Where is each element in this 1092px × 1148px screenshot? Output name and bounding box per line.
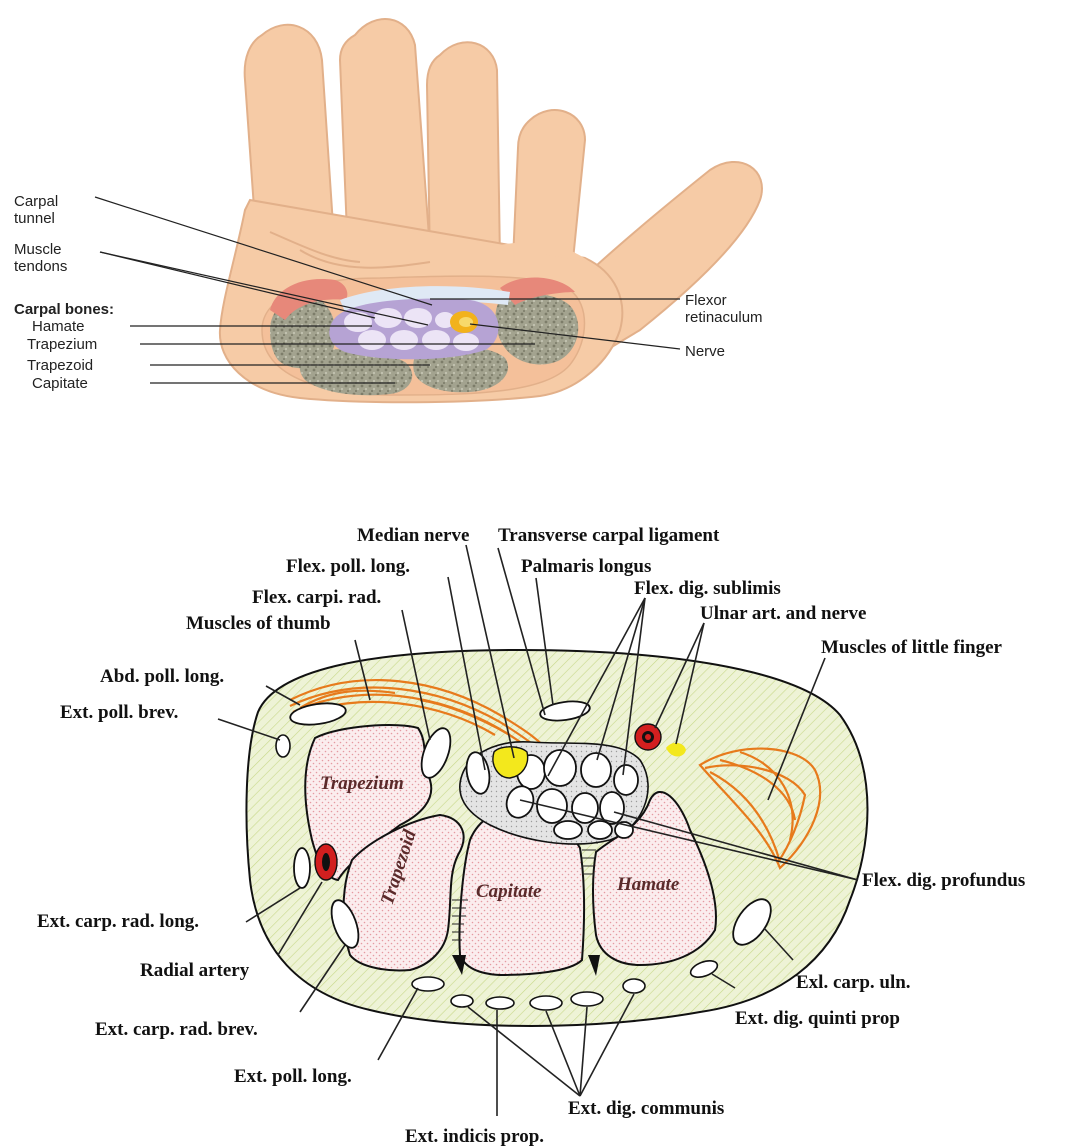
label-ext-dig-quinti-prop: Ext. dig. quinti prop <box>735 1008 900 1029</box>
bone-label-capitate: Capitate <box>476 881 542 902</box>
label-muscles-of-little-finger: Muscles of little finger <box>821 637 1003 658</box>
label-transverse-carpal-ligament: Transverse carpal ligament <box>498 525 720 546</box>
label-palmaris-longus: Palmaris longus <box>521 556 651 577</box>
label-nerve: Nerve <box>685 343 725 360</box>
label-abd-poll-long: Abd. poll. long. <box>100 666 224 687</box>
label-ulnar-art-and-nerve: Ulnar art. and nerve <box>700 603 866 624</box>
label-exl-carp-uln: Exl. carp. uln. <box>796 972 911 993</box>
label-carpal-tunnel: Carpal tunnel <box>14 193 62 227</box>
label-flex-poll-long: Flex. poll. long. <box>286 556 410 577</box>
label-trapezoid: Trapezoid <box>27 357 93 374</box>
hand-illustration <box>220 19 762 402</box>
ext-indicis-tendon-1 <box>451 995 473 1007</box>
label-muscles-of-thumb: Muscles of thumb <box>186 613 331 634</box>
ext-dig-communis-tendon-3 <box>623 979 645 993</box>
label-ext-dig-communis: Ext. dig. communis <box>568 1098 724 1119</box>
label-ext-poll-long: Ext. poll. long. <box>234 1066 352 1087</box>
label-median-nerve: Median nerve <box>357 525 469 546</box>
ext-carp-rad-long-tendon <box>294 848 310 888</box>
label-radial-artery: Radial artery <box>140 960 250 981</box>
label-ext-indicis-prop: Ext. indicis prop. <box>405 1126 544 1147</box>
label-trapezium: Trapezium <box>27 336 97 353</box>
label-muscle-tendons: Muscle tendons <box>14 241 67 275</box>
label-flex-dig-profundus: Flex. dig. profundus <box>862 870 1025 891</box>
ext-dig-communis-tendon-1 <box>530 996 562 1010</box>
hand-diagram: Carpal tunnel Muscle tendons Carpal bone… <box>14 19 763 402</box>
label-ext-carp-rad-long: Ext. carp. rad. long. <box>37 911 199 932</box>
label-capitate: Capitate <box>32 375 88 392</box>
ext-poll-brev-tendon <box>276 735 290 757</box>
label-hamate: Hamate <box>32 318 85 335</box>
label-carpal-bones-heading: Carpal bones: <box>14 301 114 318</box>
ext-dig-communis-tendon-2 <box>571 992 603 1006</box>
label-ext-carp-rad-brev: Ext. carp. rad. brev. <box>95 1019 258 1040</box>
label-flex-dig-sublimis: Flex. dig. sublimis <box>634 578 781 599</box>
label-ext-poll-brev: Ext. poll. brev. <box>60 702 178 723</box>
bone-label-hamate: Hamate <box>616 874 680 895</box>
wrist-cross-section: Trapezium Trapezoid Capitate Hamate Medi… <box>37 525 1025 1147</box>
ext-indicis-tendon-2 <box>486 997 514 1009</box>
label-flex-carpi-rad: Flex. carpi. rad. <box>252 587 381 608</box>
bone-label-trapezium: Trapezium <box>320 773 404 794</box>
label-flexor-retinaculum: Flexor retinaculum <box>685 292 763 326</box>
